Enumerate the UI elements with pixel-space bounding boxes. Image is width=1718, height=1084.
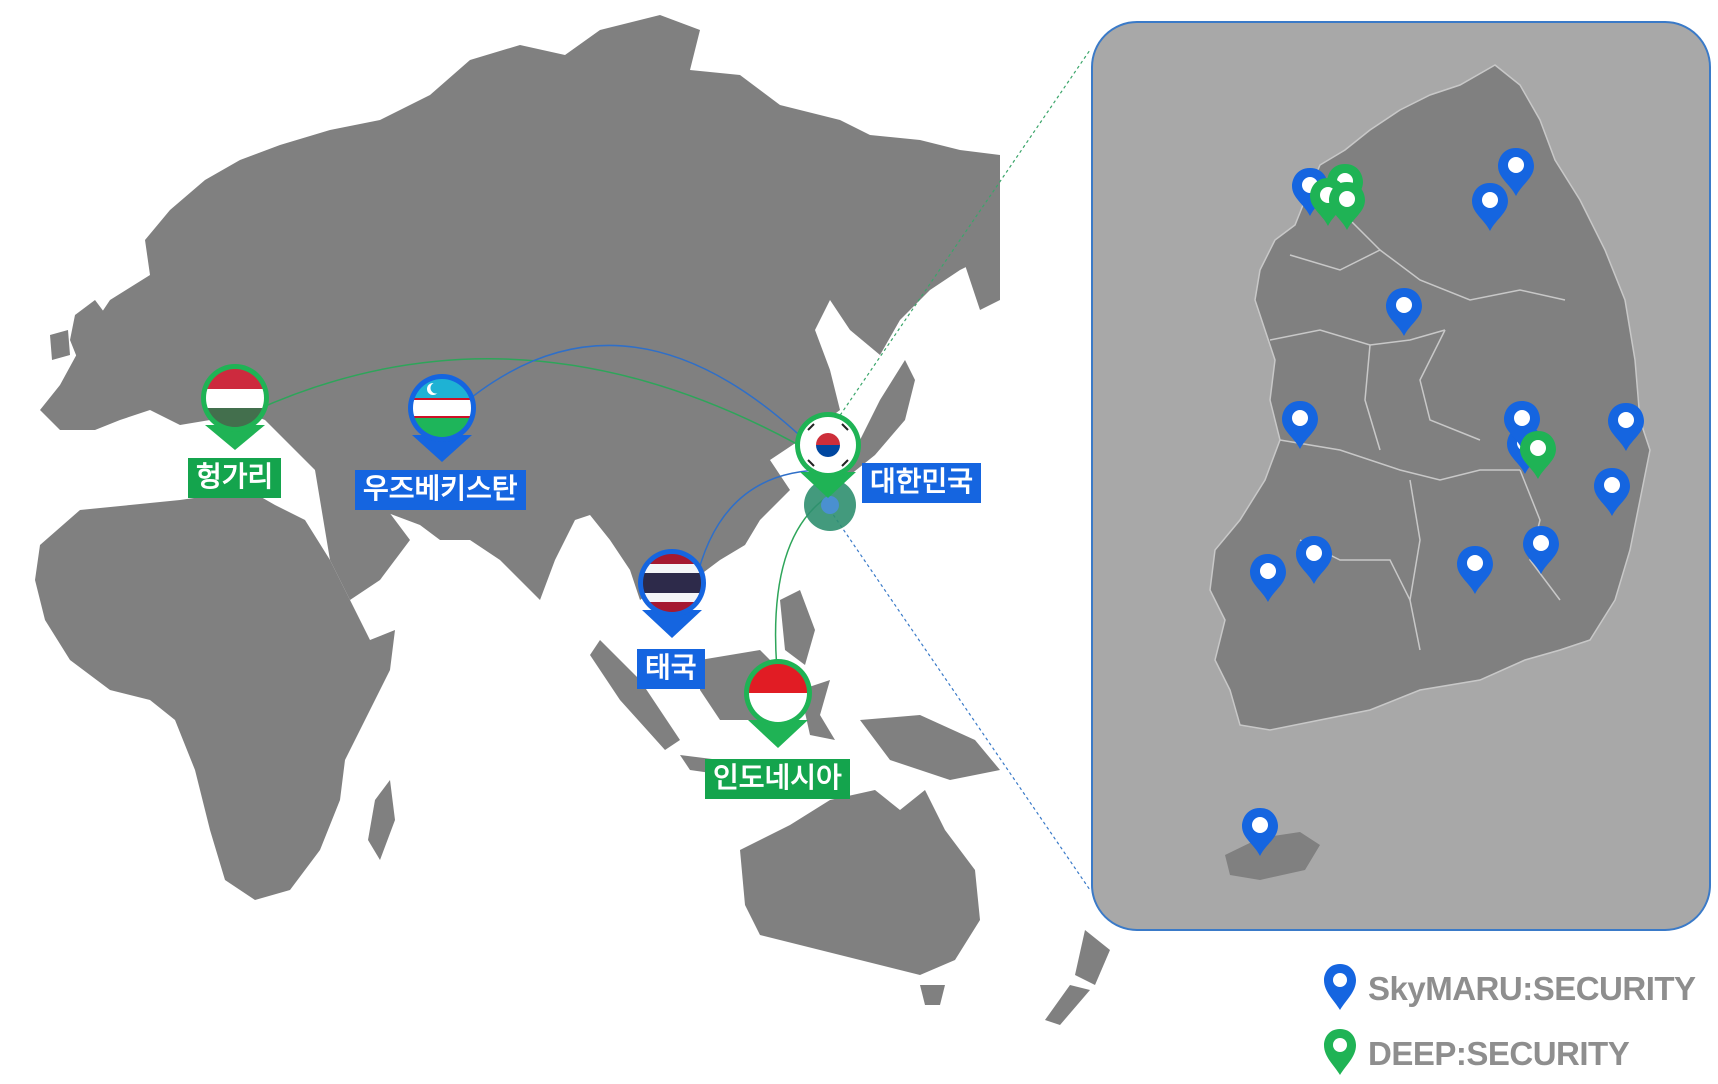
inset-connector-bottom bbox=[829, 509, 1091, 891]
sumatra-landmass bbox=[590, 640, 680, 750]
legend-item-deep: DEEP:SECURITY bbox=[1320, 1025, 1710, 1079]
australia-landmass bbox=[740, 790, 980, 975]
scandinavia-landmass bbox=[150, 170, 250, 280]
eurasia-landmass bbox=[40, 15, 1000, 600]
route-hungary-korea bbox=[234, 358, 826, 461]
route-thailand-korea bbox=[694, 469, 826, 586]
korea-label: 대한민국 bbox=[862, 463, 982, 503]
legend-item-skymaru: SkyMARU:SECURITY bbox=[1320, 960, 1710, 1020]
indonesia-flag-pin[interactable] bbox=[744, 659, 815, 748]
thailand-flag-pin[interactable] bbox=[638, 549, 710, 638]
tasmania-landmass bbox=[920, 985, 945, 1005]
legend-label: DEEP:SECURITY bbox=[1368, 1035, 1630, 1072]
jeju-island-landmass bbox=[1225, 832, 1320, 880]
uzbekistan-label: 우즈베키스탄 bbox=[355, 470, 526, 510]
hungary-label: 헝가리 bbox=[188, 458, 282, 498]
legend-label: SkyMARU:SECURITY bbox=[1368, 970, 1696, 1007]
korea-hub-dot bbox=[821, 496, 839, 514]
route-uzbekistan-korea bbox=[439, 344, 826, 461]
new-guinea-landmass bbox=[860, 715, 1000, 780]
arabia-landmass bbox=[315, 470, 410, 600]
hungary-flag-pin[interactable] bbox=[200, 364, 270, 450]
madagascar-landmass bbox=[368, 780, 395, 860]
ireland-landmass bbox=[50, 330, 70, 360]
new-zealand-south-landmass bbox=[1045, 985, 1090, 1025]
new-zealand-landmass bbox=[1075, 930, 1110, 985]
blue-pin-icon bbox=[1324, 964, 1356, 1010]
indonesia-label: 인도네시아 bbox=[705, 759, 850, 799]
uk-landmass bbox=[70, 300, 110, 365]
africa-landmass bbox=[35, 485, 395, 900]
thailand-label: 태국 bbox=[637, 649, 705, 689]
korea-flag-pin[interactable] bbox=[795, 412, 861, 498]
uzbekistan-flag-pin[interactable] bbox=[408, 374, 480, 462]
inset-connector-top bbox=[829, 49, 1091, 431]
philippines-landmass bbox=[780, 590, 815, 665]
kamchatka-landmass bbox=[960, 200, 1000, 310]
green-pin-icon bbox=[1324, 1029, 1356, 1075]
